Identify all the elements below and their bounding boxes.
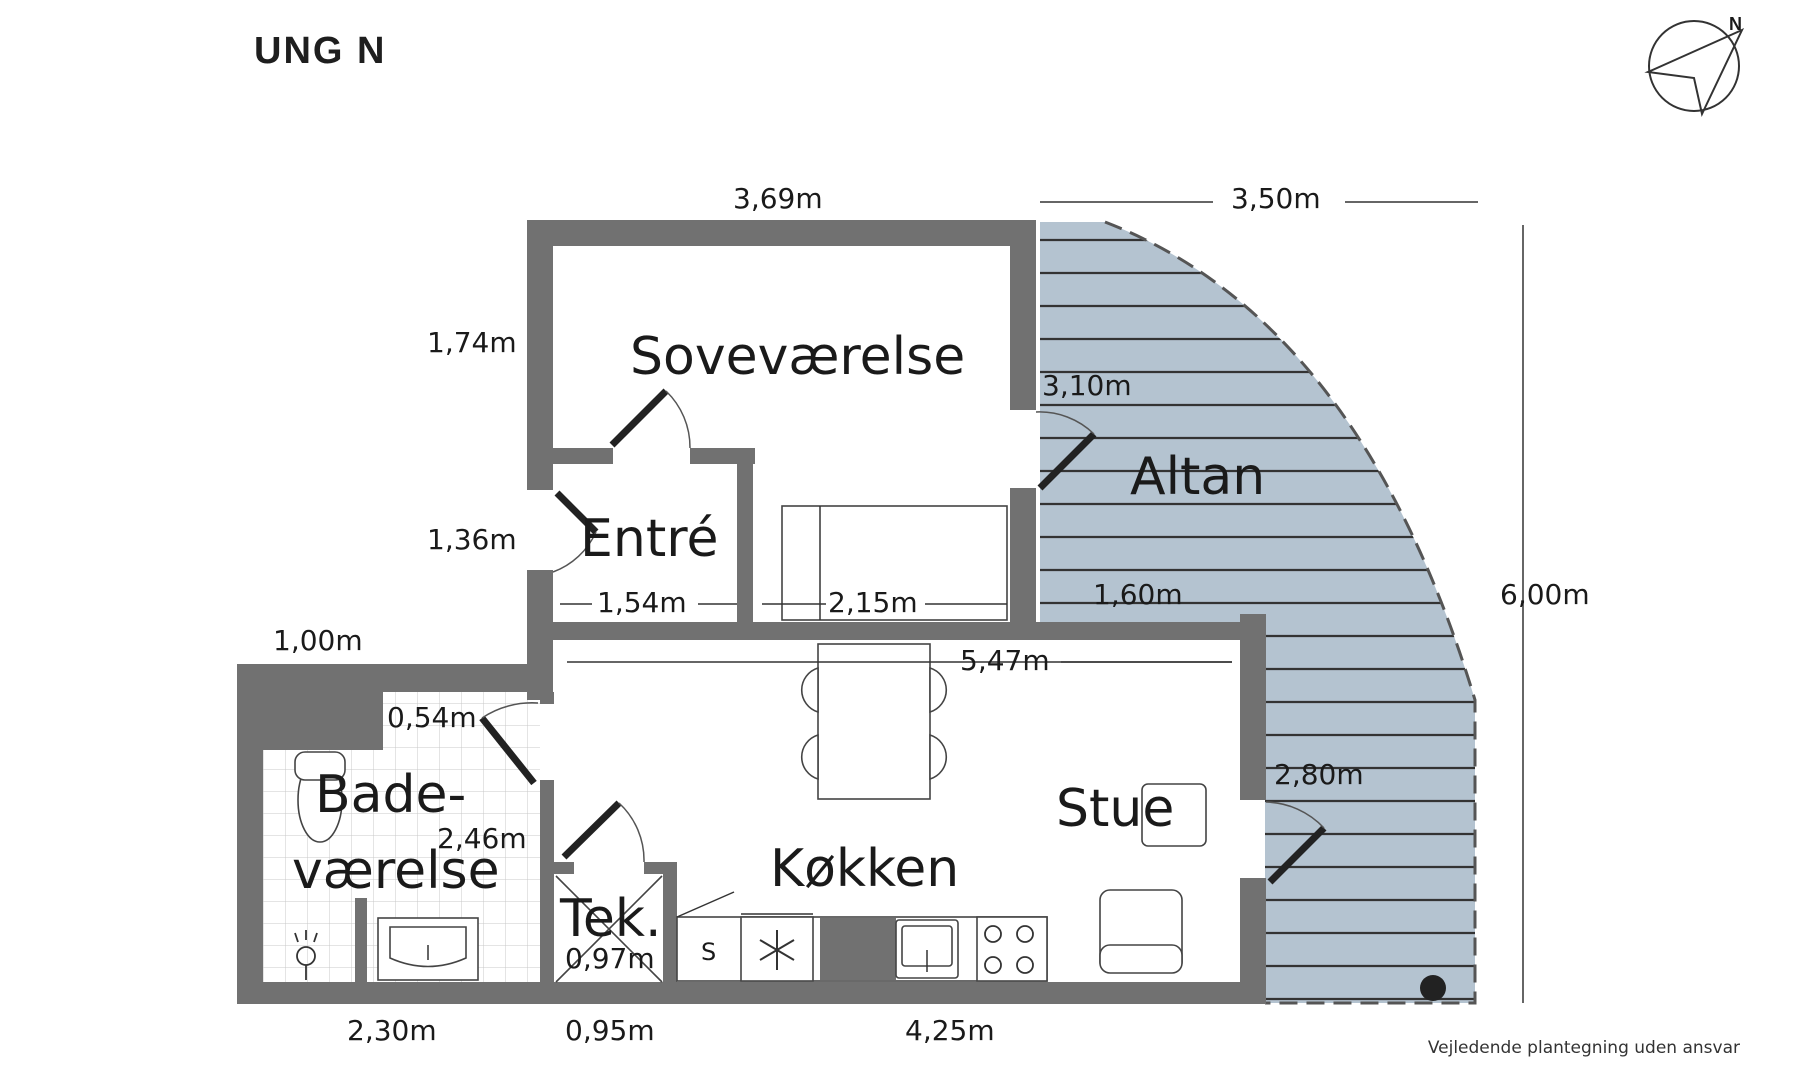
dim-bath-inner: 0,54m	[387, 701, 477, 734]
north-label: N	[1729, 14, 1742, 34]
dining-table	[817, 643, 931, 800]
dim-living-right: 2,80m	[1274, 758, 1364, 791]
room-label-bedroom: Soveværelse	[630, 327, 965, 387]
dim-tech-inner: 0,97m	[565, 942, 655, 975]
dim-bedroom-height: 1,74m	[427, 326, 517, 359]
burner-icons	[984, 925, 1034, 974]
room-label-living: Stue	[1056, 779, 1174, 839]
dim-bath-width: 2,30m	[347, 1014, 437, 1047]
room-label-bath-1: Bade-	[315, 765, 466, 825]
dim-bath-height: 2,46m	[437, 822, 527, 855]
dim-bath-top: 1,00m	[273, 624, 363, 657]
furniture	[294, 505, 1446, 1001]
dim-top-width: 3,69m	[733, 182, 823, 215]
dim-balcony-mid: 1,60m	[1093, 578, 1183, 611]
dim-kitchen-width: 4,25m	[905, 1014, 995, 1047]
dim-entry-width: 1,54m	[597, 586, 687, 619]
walls	[237, 220, 1266, 1004]
tech-cross	[555, 875, 663, 983]
dim-entry-height: 1,36m	[427, 523, 517, 556]
doors	[479, 388, 1327, 885]
room-label-entry: Entré	[580, 509, 718, 569]
pipe-dot	[1420, 975, 1446, 1001]
disclaimer: Vejledende plantegning uden ansvar	[1427, 1038, 1740, 1058]
room-label-tech: Tek.	[559, 889, 662, 949]
dim-bed-width: 2,15m	[828, 586, 918, 619]
room-label-kitchen: Køkken	[770, 839, 959, 899]
shower-icon	[294, 930, 318, 980]
dim-bedroom-right: 3,10m	[1042, 369, 1132, 402]
dim-tech-width: 0,95m	[565, 1014, 655, 1047]
sink-label: S	[701, 938, 716, 966]
plan-title: UNG N	[254, 30, 387, 72]
snowflake-icon	[759, 930, 795, 970]
room-label-balcony: Altan	[1130, 447, 1265, 507]
dim-balcony-width: 3,50m	[1231, 182, 1321, 215]
side-table	[1141, 783, 1207, 847]
dimension-lines	[560, 201, 1524, 1003]
dim-living-width: 5,47m	[960, 644, 1050, 677]
north-compass-icon: N	[1644, 14, 1745, 118]
room-label-bath-2: værelse	[292, 841, 500, 901]
dim-total-height: 6,00m	[1500, 578, 1590, 611]
